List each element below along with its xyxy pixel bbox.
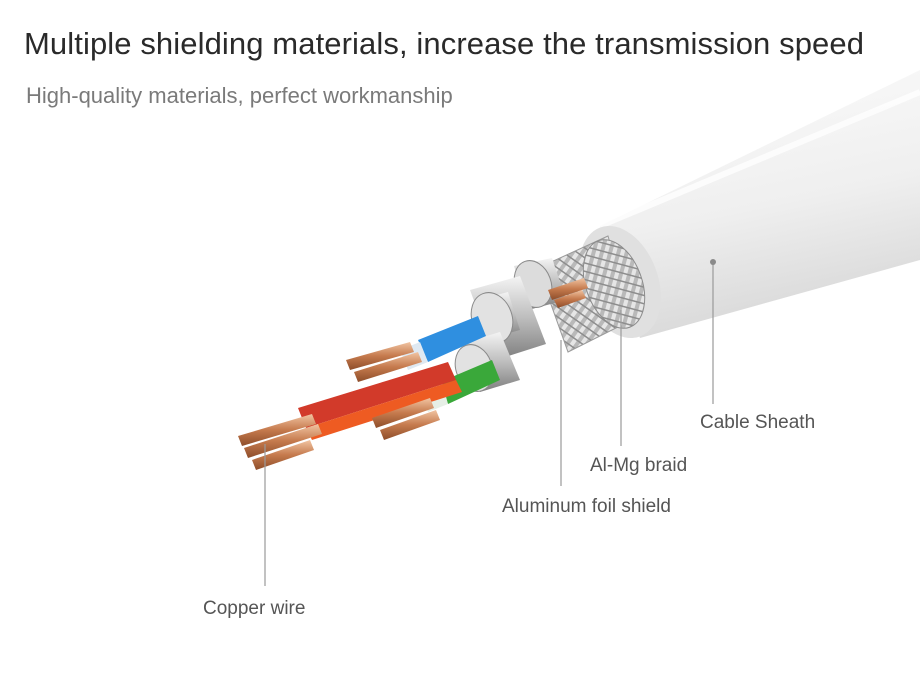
- page-subtitle: High-quality materials, perfect workmans…: [26, 83, 453, 108]
- foil-shields: [454, 258, 566, 392]
- sheath-marker-dot: [710, 259, 716, 265]
- page-title: Multiple shielding materials, increase t…: [24, 26, 865, 61]
- copper-wires: [238, 278, 588, 470]
- braid-label: Al-Mg braid: [590, 455, 688, 476]
- braid-layer: [537, 235, 646, 353]
- copper-wire-label: Copper wire: [203, 598, 306, 619]
- leader-lines: [264, 262, 714, 586]
- foil-shield-label: Aluminum foil shield: [502, 496, 671, 517]
- colored-wires: [298, 316, 500, 440]
- cable-sheath-label: Cable Sheath: [700, 412, 816, 433]
